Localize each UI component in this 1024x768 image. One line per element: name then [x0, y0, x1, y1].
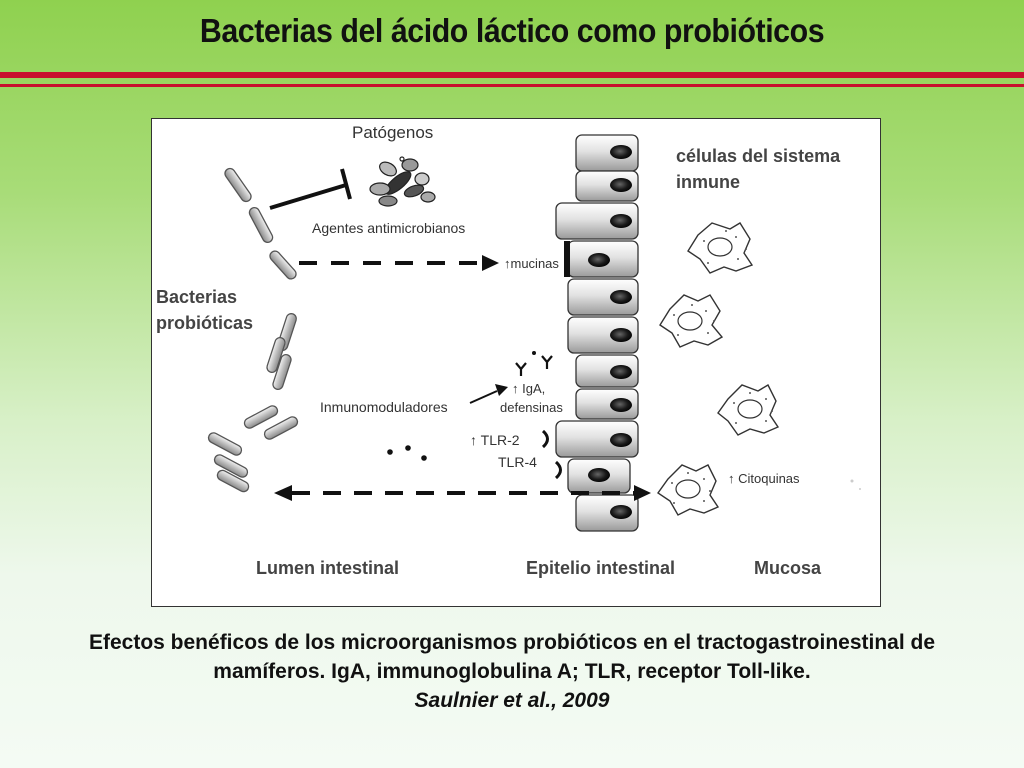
iga-label: ↑ IgA,: [512, 381, 546, 396]
antibody-symbols: [515, 351, 553, 376]
title-underline-thin: [0, 84, 1024, 87]
figure-caption: Efectos benéficos de los microorganismos…: [60, 628, 964, 715]
immune-cell-granules: [671, 230, 773, 504]
slide-title: Bacterias del ácido láctico como probiót…: [199, 12, 825, 49]
inhibition-symbol: [269, 168, 352, 210]
immune-cells-label-1: células del sistema: [676, 146, 841, 166]
secreted-factors: [387, 445, 427, 461]
tlr-receptors: [541, 429, 562, 480]
probiotic-mechanism-diagram: Patógenos Agentes antimicrobianos ↑mucin…: [151, 118, 881, 607]
epithelial-cells: [555, 134, 639, 532]
lumen-label: Lumen intestinal: [256, 558, 400, 578]
epithelium-label: Epitelio intestinal: [526, 558, 676, 578]
immune-cells-label-2: inmune: [676, 172, 741, 192]
pathogens-cluster: [369, 156, 436, 207]
title-underline-thick: [0, 72, 1024, 78]
mucosa-label: Mucosa: [754, 558, 822, 578]
antimicrobial-agents-label: Agentes antimicrobianos: [312, 220, 466, 236]
tlr4-label: TLR-4: [498, 454, 537, 470]
immune-cells: [657, 222, 780, 516]
caption-citation: Saulnier et al., 2009: [414, 689, 610, 712]
caption-text: Efectos benéficos de los microorganismos…: [88, 631, 936, 683]
arrow-to-mucins: [299, 255, 499, 271]
diagram-graphics: [207, 134, 861, 532]
probiotic-bacteria-label-1: Bacterias: [156, 287, 238, 307]
cytokines-label: ↑ Citoquinas: [728, 471, 800, 486]
pathogens-label: Patógenos: [352, 123, 434, 142]
probiotic-bacteria: [207, 167, 299, 493]
tlr2-label: ↑ TLR-2: [470, 432, 520, 448]
arrow-bidirectional: [274, 485, 651, 501]
arrow-to-iga: [469, 384, 508, 404]
probiotic-bacteria-label-2: probióticas: [156, 313, 254, 333]
cell-nuclei: [588, 145, 632, 519]
immune-cell-nuclei: [675, 237, 763, 499]
mucins-label: ↑mucinas: [504, 256, 559, 271]
immunomodulators-label: Inmunomoduladores: [320, 399, 448, 415]
defensins-label: defensinas: [500, 400, 563, 415]
speckles: [850, 479, 861, 490]
